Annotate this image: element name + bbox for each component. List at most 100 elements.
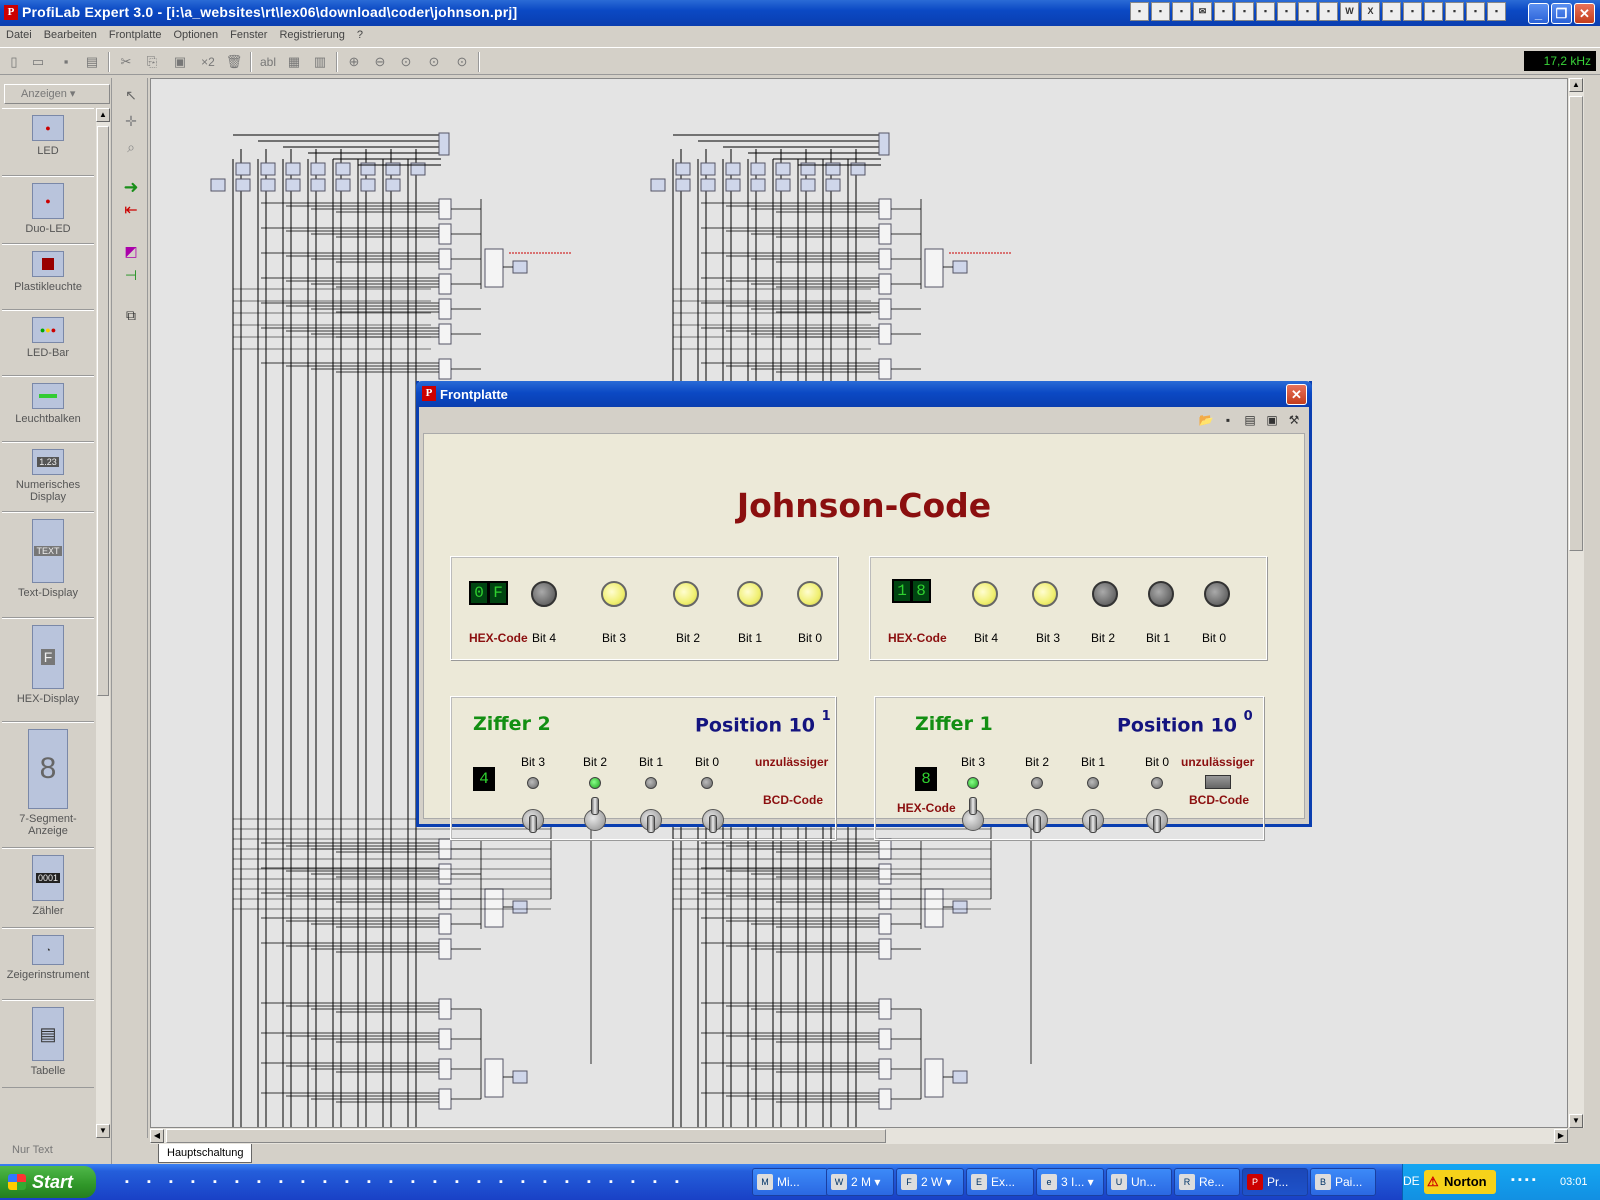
menu-bearbeiten[interactable]: Bearbeiten [43,29,97,41]
tray-icons[interactable]: ▪ ▪ ▪ ▪ [1511,1174,1536,1186]
tab-hauptschaltung[interactable]: Hauptschaltung [158,1144,253,1163]
app-shortcut-icon[interactable]: ▪ [1256,2,1275,21]
zoom-out-icon[interactable]: ⊖ [374,54,386,69]
close-button[interactable]: ✕ [1574,3,1595,24]
palette-scroll-thumb[interactable] [97,126,109,696]
app-shortcut-icon[interactable]: ▪ [1235,2,1254,21]
crosshair-icon[interactable]: ✛ [125,113,137,129]
text-icon[interactable]: abl [259,55,276,69]
new-icon[interactable]: ▯ [10,54,18,69]
palette-item-zeigerinstrument[interactable]: ◔Zeigerinstrument [2,928,94,1000]
scroll-down-icon[interactable]: ▼ [1569,1114,1583,1128]
language-indicator[interactable]: DE [1403,1174,1420,1188]
select-pointer-icon[interactable]: ↖ [125,87,137,103]
profilab-app-icon[interactable]: P [4,5,18,20]
cut-icon[interactable]: ✂ [120,54,132,69]
app-shortcut-icon[interactable]: ▪ [1319,2,1338,21]
mail-icon[interactable]: ✉ [1193,2,1212,21]
menu-optionen[interactable]: Optionen [173,29,219,41]
quick-launch-icon[interactable]: ▪ [367,1176,371,1188]
app-shortcut-icon[interactable]: ▪ [1214,2,1233,21]
run-arrow-icon[interactable]: ➜ [123,177,139,197]
quick-launch-icon[interactable]: ▪ [477,1176,481,1188]
palette-item-led-bar[interactable]: ●●●LED-Bar [2,310,94,376]
quick-launch-icon[interactable]: ▪ [521,1176,525,1188]
quick-launch-icon[interactable]: ▪ [455,1176,459,1188]
zoom-in-icon[interactable]: ⊕ [348,54,360,69]
palette-item-duo-led[interactable]: ●Duo-LED [2,176,94,244]
app-title-bar[interactable]: P ProfiLab Expert 3.0 - [i:\a_websites\r… [0,0,1600,26]
bit3-toggle-switch[interactable] [960,797,986,833]
print-icon[interactable]: ▤ [85,54,99,69]
palette-scrollbar[interactable]: ▲ ▼ [96,108,110,1138]
zoom-all-icon[interactable]: ⊙ [456,54,468,69]
quick-launch-icon[interactable]: ▪ [631,1176,635,1188]
app-shortcut-icon[interactable]: ▪ [1445,2,1464,21]
quick-launch-icon[interactable]: ▪ [499,1176,503,1188]
dialog-title-bar[interactable]: P Frontplatte ✕ [416,381,1312,407]
quick-launch-icon[interactable]: ▪ [653,1176,657,1188]
dialog-close-button[interactable]: ✕ [1286,384,1307,405]
excel-icon[interactable]: X [1361,2,1380,21]
app-shortcut-icon[interactable]: ▪ [1403,2,1422,21]
norton-tray-button[interactable]: ⚠Norton [1424,1170,1496,1194]
menu-fenster[interactable]: Fenster [230,29,268,41]
quick-launch-icon[interactable]: ▪ [543,1176,547,1188]
open-icon[interactable]: ▭ [31,54,45,69]
app-shortcut-icon[interactable]: ▪ [1130,2,1149,21]
menu-help[interactable]: ? [356,29,363,41]
quick-launch-icon[interactable]: ▪ [191,1176,195,1188]
print-icon[interactable]: ▤ [1244,413,1256,427]
quick-launch-icon[interactable]: ▪ [345,1176,349,1188]
canvas-vscroll-thumb[interactable] [1569,96,1583,551]
scroll-left-icon[interactable]: ◀ [150,1129,164,1143]
quick-launch-icon[interactable]: ▪ [257,1176,261,1188]
canvas-hscroll-thumb[interactable] [166,1129,886,1143]
scroll-up-icon[interactable]: ▲ [1569,78,1583,92]
stop-arrow-icon[interactable]: ⇤ [124,202,138,219]
minimize-button[interactable]: _ [1528,3,1549,24]
zoom-page-icon[interactable]: ⊙ [428,54,440,69]
quick-launch-icon[interactable]: ▪ [301,1176,305,1188]
quick-launch-icon[interactable]: ▪ [147,1176,151,1188]
quick-launch-icon[interactable]: ▪ [279,1176,283,1188]
tools-icon[interactable]: ⚒ [1288,413,1300,427]
scroll-right-icon[interactable]: ▶ [1554,1129,1568,1143]
quick-launch-icon[interactable]: ▪ [609,1176,613,1188]
app-shortcut-icon[interactable]: ▪ [1172,2,1191,21]
bit0-toggle-switch[interactable] [1144,797,1170,833]
word-icon[interactable]: W [1340,2,1359,21]
clipboard-icon[interactable]: ▣ [1266,413,1278,427]
bit3-toggle-switch[interactable] [520,797,546,833]
menu-datei[interactable]: Datei [6,29,32,41]
palette-category-select[interactable]: Anzeigen ▾ [4,84,110,104]
paste-icon[interactable]: ▣ [173,54,187,69]
delete-icon[interactable]: 🗑 [225,54,243,69]
quick-launch-icon[interactable]: ▪ [235,1176,239,1188]
app-shortcut-icon[interactable]: ▪ [1298,2,1317,21]
canvas-vertical-scrollbar[interactable]: ▲ ▼ [1568,78,1584,1128]
save-icon[interactable]: ▪ [63,54,69,69]
magnifier-icon[interactable]: ⌕ [127,139,135,155]
restore-button[interactable]: ❐ [1551,3,1572,24]
quick-launch-icon[interactable]: ▪ [675,1176,679,1188]
palette-item-led[interactable]: ●LED [2,108,94,176]
quick-launch-icon[interactable]: ▪ [213,1176,217,1188]
save-icon[interactable]: ▪ [1225,413,1231,427]
swap-window-icon[interactable]: ⧉ [126,307,136,323]
app-shortcut-icon[interactable]: ▪ [1424,2,1443,21]
bit1-toggle-switch[interactable] [638,797,664,833]
schematic-canvas[interactable] [150,78,1568,1128]
app-shortcut-icon[interactable]: ▪ [1151,2,1170,21]
bit2-toggle-switch[interactable] [582,797,608,833]
scroll-down-icon[interactable]: ▼ [96,1124,110,1138]
